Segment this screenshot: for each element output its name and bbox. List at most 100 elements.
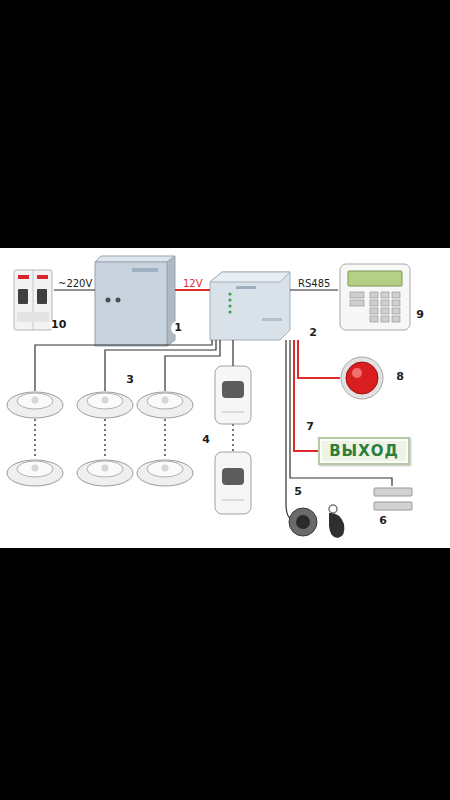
callout-number: 1: [171, 321, 185, 335]
motion-lens: [222, 468, 244, 485]
callout-number: 5: [291, 485, 305, 499]
siren-light: [346, 362, 378, 394]
wire: [232, 340, 233, 366]
key: [350, 292, 364, 298]
reader-center: [296, 515, 310, 529]
callout-number: 6: [376, 514, 390, 528]
psu-led: [106, 298, 111, 303]
callout-number: 3: [123, 373, 137, 387]
detector-led: [162, 465, 169, 472]
psu-plate: [132, 268, 158, 272]
breaker-body: [14, 270, 52, 330]
controller-plate: [236, 286, 256, 289]
dashed-link: [232, 424, 234, 452]
device-node: 8: [340, 356, 384, 400]
contact-bar: [374, 502, 412, 510]
siren-ring: [341, 357, 383, 399]
device-node: 10: [12, 268, 54, 330]
motion-detector: [215, 366, 251, 424]
signal-label: ~220V: [58, 278, 92, 289]
key-ring: [329, 505, 337, 513]
detector-wire: [105, 340, 216, 391]
key: [392, 292, 400, 298]
detector-base: [7, 460, 63, 486]
reader-body: [289, 508, 317, 536]
motion-detector: [215, 452, 251, 514]
keypad-body: [340, 264, 410, 330]
key: [381, 292, 389, 298]
wire: [165, 340, 220, 391]
key: [381, 316, 389, 322]
keypad-keys: [350, 292, 400, 322]
key: [381, 300, 389, 306]
detector-base: [77, 460, 133, 486]
exit-sign: ВЫХОД7: [318, 437, 410, 465]
dashed-link: [164, 419, 166, 459]
detector-base: [137, 460, 193, 486]
keypad-screen: [348, 271, 402, 286]
signal-label: 12V: [183, 278, 203, 289]
wire: [290, 289, 338, 290]
siren-highlight: [352, 368, 362, 378]
controller-led: [228, 298, 231, 301]
controller-top: [210, 272, 290, 282]
controller-led: [228, 310, 231, 313]
device-node: 4: [213, 366, 253, 514]
detector-led: [162, 397, 169, 404]
key: [392, 316, 400, 322]
device-node: 5: [282, 504, 352, 542]
controller-led: [228, 304, 231, 307]
detector-wire: [35, 340, 212, 391]
callout-number: 9: [413, 308, 427, 322]
wire: [298, 340, 340, 378]
breaker-toggle: [37, 289, 47, 304]
detector-dome: [147, 461, 183, 477]
callout-number: 7: [303, 420, 317, 434]
detector-dome: [87, 461, 123, 477]
psu-top: [95, 256, 175, 262]
detector-led: [102, 465, 109, 472]
key: [370, 292, 378, 298]
motion-line: [222, 500, 244, 501]
key: [350, 300, 364, 306]
controller-body: [210, 272, 290, 340]
callout-number: 2: [306, 326, 320, 340]
detector-led: [32, 465, 39, 472]
contact-bar: [374, 488, 412, 496]
device-node: 6: [372, 486, 412, 512]
wire: [175, 289, 210, 291]
detector-dome: [87, 393, 123, 409]
device-node: 2: [210, 272, 290, 340]
detector-base: [7, 392, 63, 418]
signal-label: RS485: [298, 278, 330, 289]
key: [370, 316, 378, 322]
detector-dome: [17, 461, 53, 477]
controller-led: [228, 292, 231, 295]
breaker-mark: [37, 275, 48, 279]
detector-dome: [17, 393, 53, 409]
detector-led: [102, 397, 109, 404]
callout-number: 4: [199, 433, 213, 447]
key: [392, 300, 400, 306]
wire: [285, 340, 286, 504]
detector-base: [137, 392, 193, 418]
callout-number: 10: [50, 318, 67, 332]
dashed-link: [34, 419, 36, 459]
key: [381, 308, 389, 314]
key: [392, 308, 400, 314]
key: [370, 300, 378, 306]
psu-led: [116, 298, 121, 303]
device-node: 3: [6, 391, 194, 487]
wire: [54, 289, 95, 290]
smoke-detectors: [7, 392, 193, 486]
key: [370, 308, 378, 314]
motion-lens: [222, 381, 244, 398]
wire: [294, 340, 318, 451]
motion-line: [222, 412, 244, 413]
controller-plate: [262, 318, 282, 321]
device-node: 1: [95, 256, 175, 346]
